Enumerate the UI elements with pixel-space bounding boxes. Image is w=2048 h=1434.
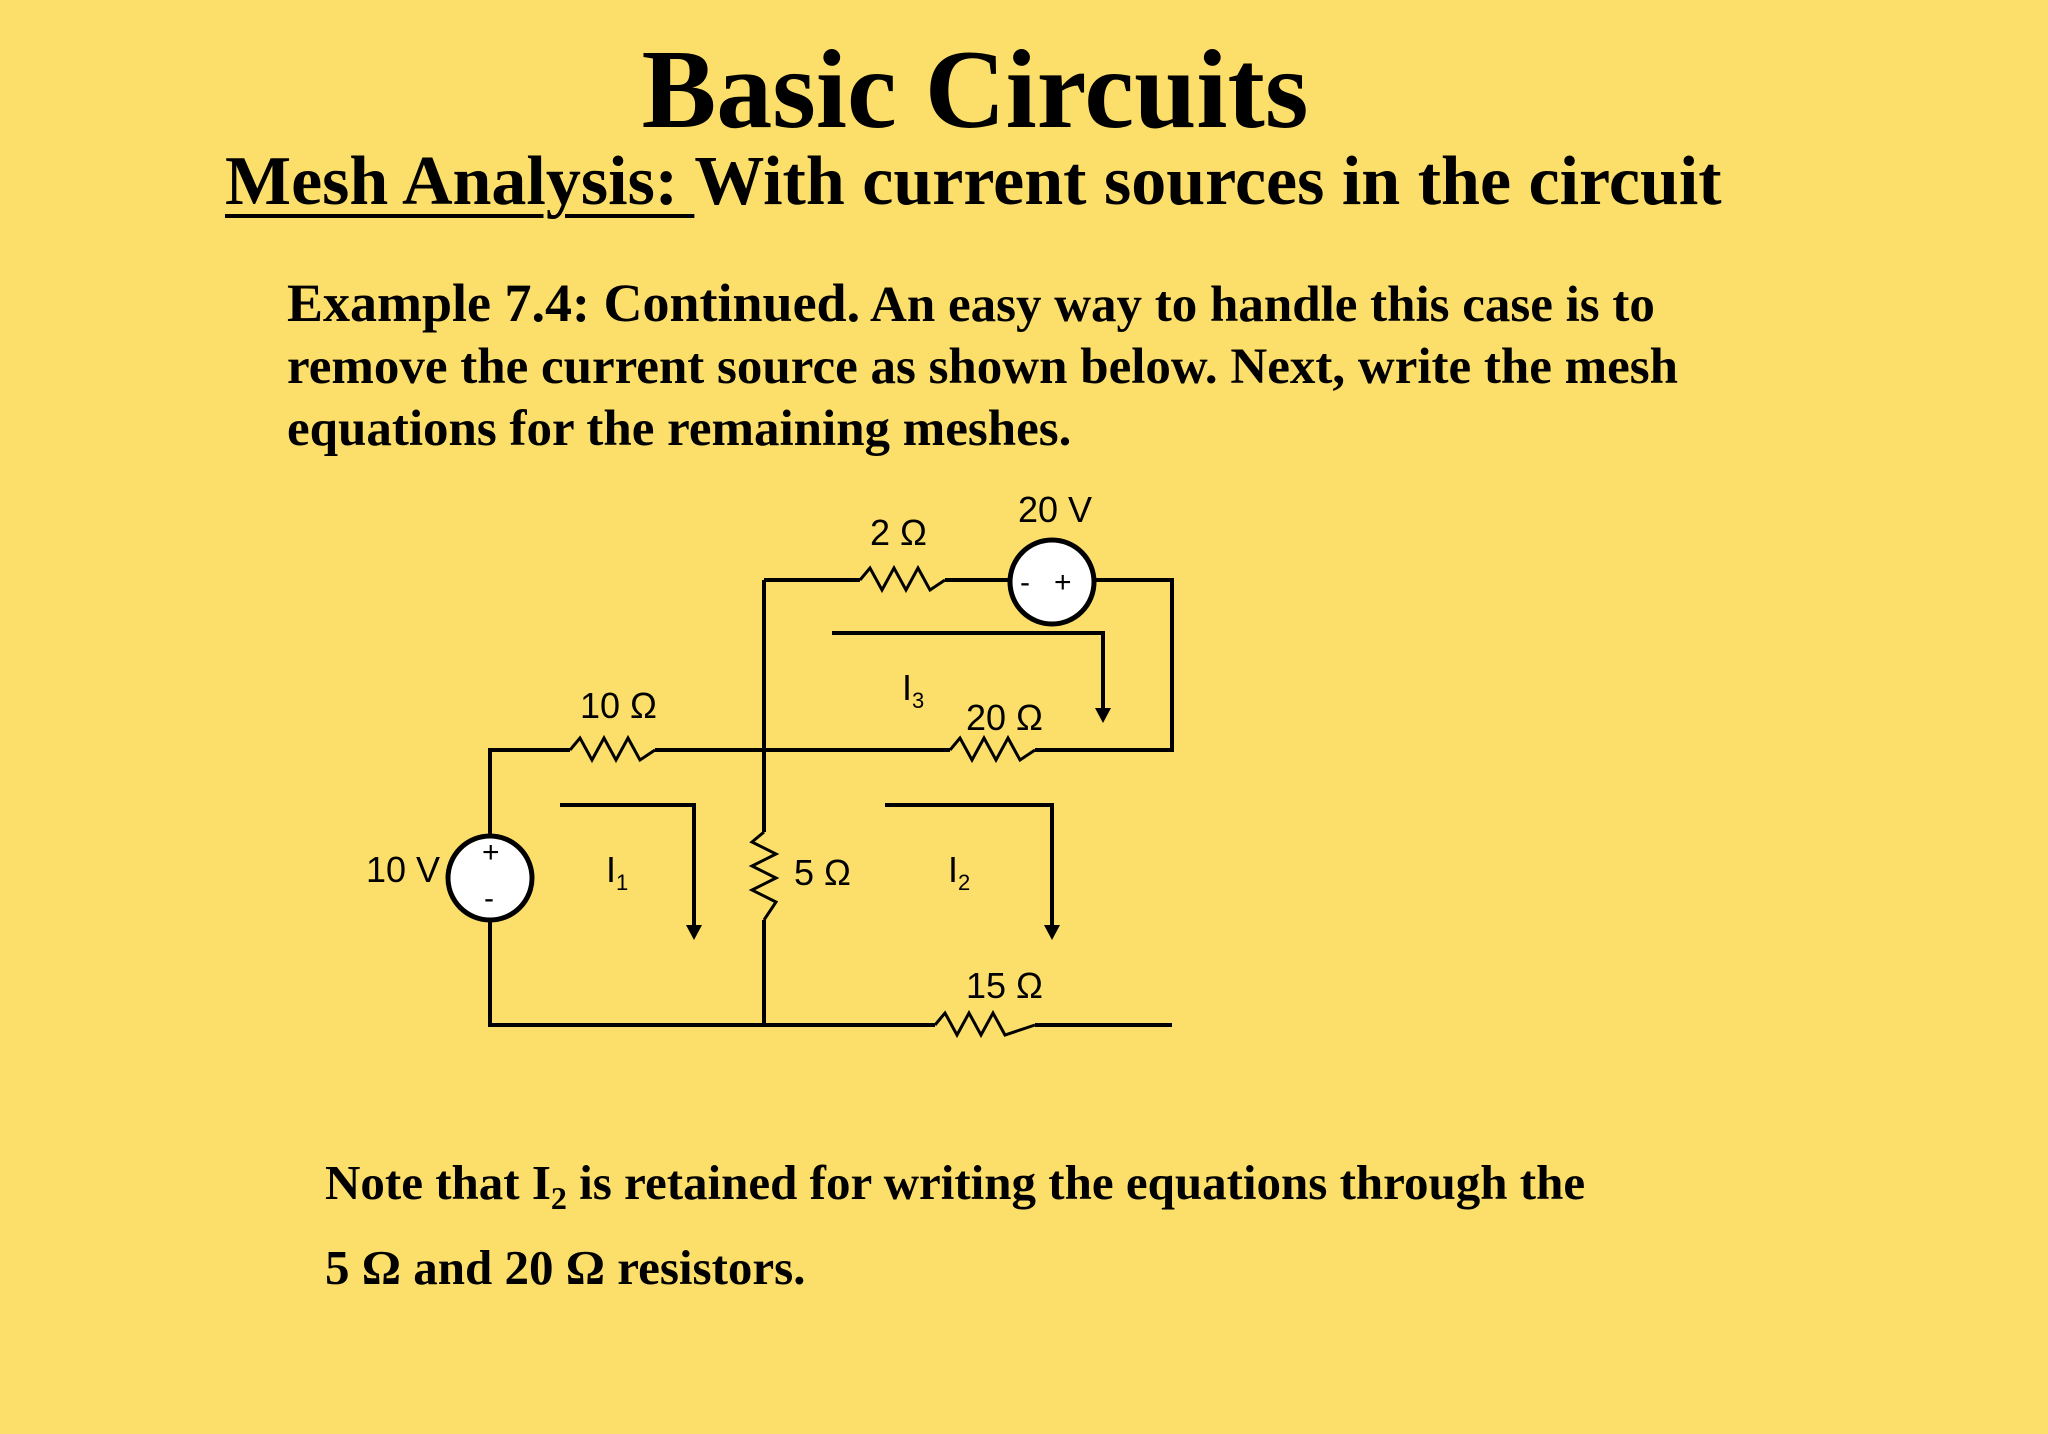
note-part2: is retained for writing the equations th… [566,1155,1586,1210]
label-i1: I1 [606,849,628,895]
source-10v-plus: + [482,836,500,869]
label-15-ohm: 15 Ω [966,965,1043,1006]
example-paragraph: Example 7.4: Continued. An easy way to h… [287,272,1807,460]
arrowhead-i1 [686,925,702,940]
voltage-source-20v: - + [1007,537,1097,627]
resistor-5-ohm [748,830,780,921]
resistor-20-ohm [948,734,1036,764]
note-subscript: 2 [550,1180,567,1216]
circuit-wires [488,578,1174,1027]
source-20v-minus: - [1020,566,1030,599]
label-10-ohm: 10 Ω [580,685,657,726]
resistor-2-ohm [858,564,946,594]
subtitle-description: With current sources in the circuit [694,143,1722,220]
voltage-source-10v: + - [445,833,535,923]
note-part1: Note that I [325,1155,551,1210]
label-20v: 20 V [1018,489,1092,530]
example-lead: Example 7.4: Continued. [287,273,861,333]
mesh-arrow-i1 [560,803,696,925]
arrowhead-i3 [1095,708,1111,723]
label-5-ohm: 5 Ω [794,852,851,893]
resistor-15-ohm [933,1009,1036,1039]
label-20-ohm: 20 Ω [966,697,1043,738]
subtitle-topic: Mesh Analysis: [225,143,695,220]
slide-title: Basic Circuits [641,28,1309,152]
note-part3: 5 Ω and 20 Ω resistors. [325,1240,806,1295]
label-i3: I3 [902,667,924,713]
example-body: An easy way to handle this case is to re… [287,277,1678,457]
note-paragraph: Note that I2 is retained for writing the… [325,1148,1805,1303]
slide-subtitle: Mesh Analysis: With current sources in t… [225,142,1722,222]
resistor-10-ohm [568,734,656,764]
mesh-arrow-i3 [832,631,1105,708]
label-10v: 10 V [366,849,440,890]
arrowhead-i2 [1044,925,1060,940]
label-2-ohm: 2 Ω [870,512,927,553]
source-20v-plus: + [1054,566,1072,599]
label-i2: I2 [948,849,970,895]
mesh-arrow-i2 [885,803,1054,925]
source-10v-minus: - [484,882,494,915]
